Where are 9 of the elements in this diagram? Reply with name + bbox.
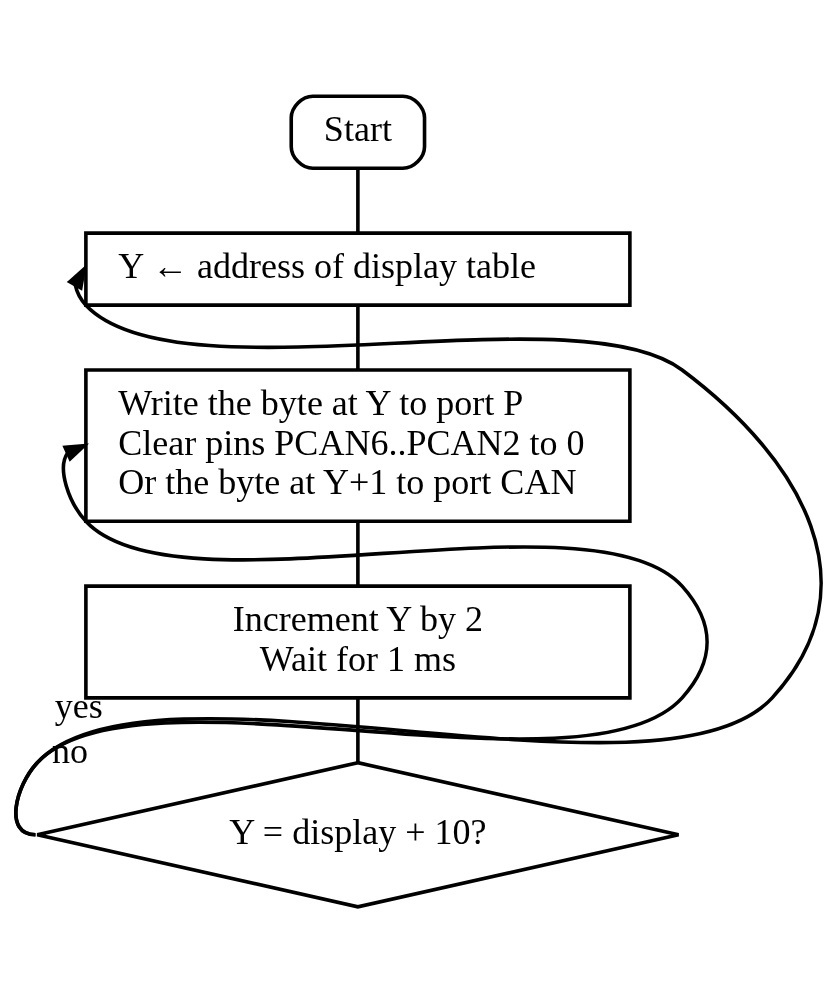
connector [356, 168, 360, 233]
arrow [14, 443, 709, 837]
connector [356, 521, 360, 586]
node-box: Start [289, 94, 427, 171]
connector [356, 305, 360, 370]
node-box: Y ← address of display table [84, 231, 632, 307]
node-box: Write the byte at Y to port P Clear pins PCAN6..PCAN2 to 0 Or the byte at Y+1 to port CAN [84, 368, 632, 524]
connector [356, 698, 360, 763]
arrow [14, 264, 823, 837]
